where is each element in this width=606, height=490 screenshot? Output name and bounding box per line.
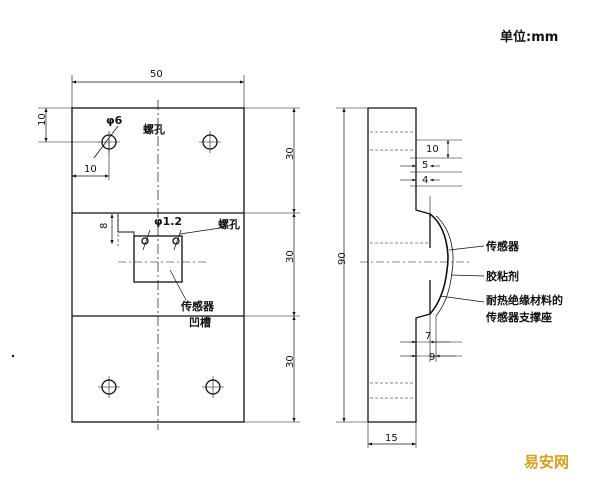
top-right-hole	[199, 131, 221, 153]
sensor-groove	[133, 235, 183, 283]
unit-label: 单位:mm	[500, 30, 559, 45]
side-view	[336, 107, 485, 448]
side-sensor-plate	[429, 213, 449, 315]
dim-top-offset: 10	[37, 113, 48, 126]
label-small-hole-dia: φ1.2	[154, 215, 182, 228]
label-hole-dia: φ6	[106, 114, 123, 127]
stray-dot	[11, 354, 15, 358]
label-support-1: 耐热绝缘材料的	[486, 293, 563, 307]
hole-dia-leader	[93, 125, 119, 159]
dim-groove-depth: 8	[99, 223, 110, 229]
dim-side-10: 10	[426, 144, 439, 155]
watermark-logo: 易安网	[524, 453, 570, 471]
label-glue: 胶粘剂	[486, 269, 519, 283]
label-sensor-front: 传感器	[180, 299, 215, 313]
side-lower-block	[368, 280, 431, 423]
screw-hole-2-leader	[179, 227, 221, 235]
bottom-right-hole	[202, 376, 224, 398]
dim-section-2: 30	[285, 250, 296, 263]
side-sensor-outer	[435, 215, 454, 317]
bottom-left-hole	[98, 376, 120, 398]
dim-section-3: 30	[285, 355, 296, 368]
label-sensor-side: 传感器	[485, 239, 520, 253]
label-support-2: 传感器支撑座	[485, 310, 552, 324]
label-screw-hole-2: 螺孔	[218, 217, 240, 231]
dim-side-5: 5	[422, 160, 428, 171]
dim-thickness: 15	[385, 433, 398, 444]
dim-width: 50	[150, 69, 163, 80]
dim-side-4: 4	[422, 175, 428, 186]
dim-side-7: 7	[425, 331, 431, 342]
side-upper-block	[368, 107, 431, 248]
front-view	[38, 75, 300, 430]
dim-left-offset: 10	[84, 164, 97, 175]
label-screw-hole: 螺孔	[143, 122, 165, 136]
label-groove: 凹槽	[189, 315, 211, 329]
sensor-leader	[169, 269, 187, 301]
dim-section-1: 30	[285, 147, 296, 160]
groove-step	[117, 214, 135, 236]
dim-side-9: 9	[429, 352, 435, 363]
dim-height: 90	[337, 252, 348, 265]
